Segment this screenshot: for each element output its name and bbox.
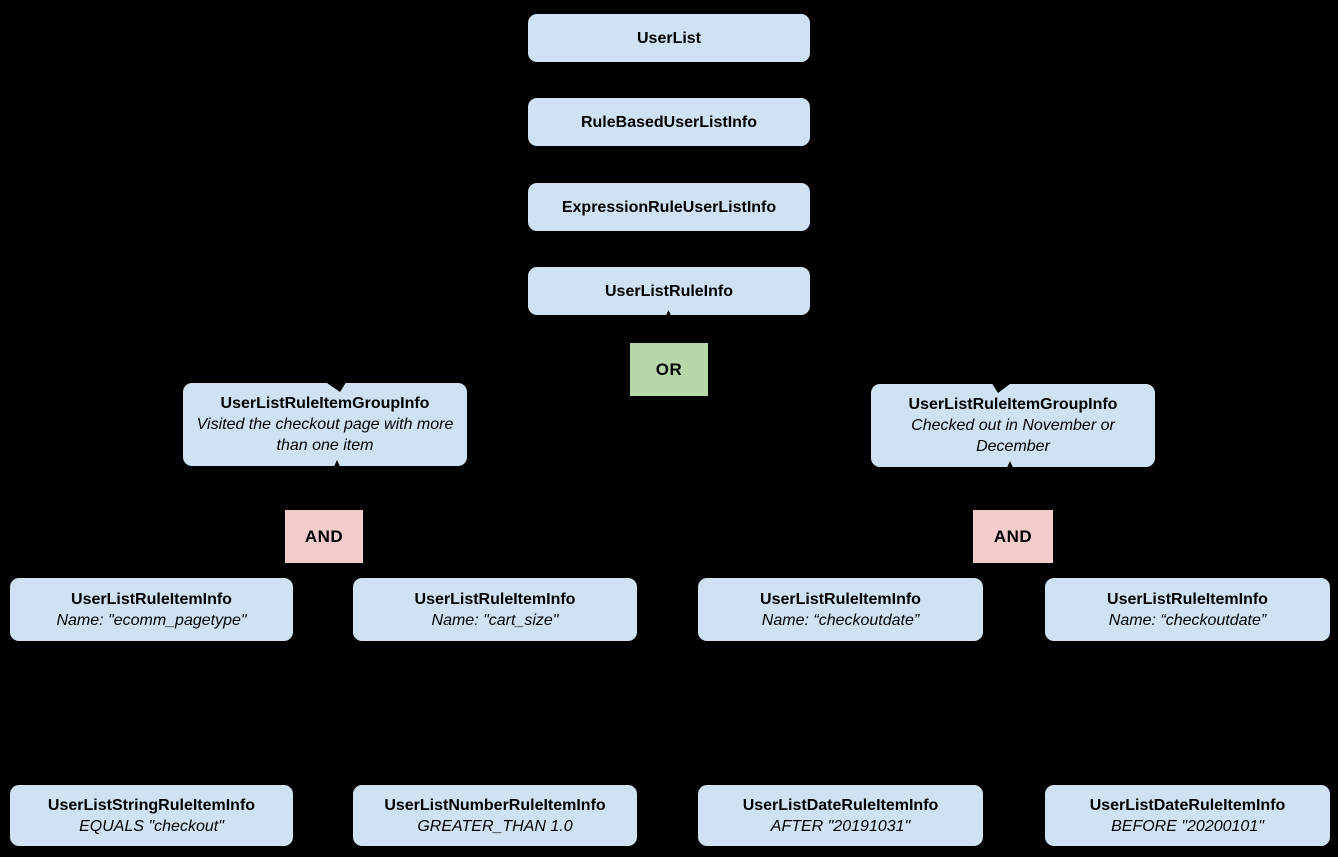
node-description: EQUALS "checkout": [79, 817, 224, 835]
node-title: UserListDateRuleItemInfo: [1089, 796, 1286, 814]
node-title: UserListStringRuleItemInfo: [47, 796, 256, 814]
node-title: UserListRuleItemInfo: [414, 590, 576, 608]
node-title: UserListDateRuleItemInfo: [742, 796, 939, 814]
node-description: AFTER "20191031": [770, 817, 911, 835]
node-ruleitem-cart-size: UserListRuleItemInfo Name: "cart_size": [353, 578, 637, 641]
node-description: Visited the checkout page with more than…: [196, 416, 454, 454]
connector-andleft-items: [150, 563, 496, 578]
node-title: UserListRuleItemGroupInfo: [220, 395, 430, 412]
node-title: UserListRuleItemInfo: [71, 590, 232, 608]
node-dateruleitem-before: UserListDateRuleItemInfo BEFORE "2020010…: [1045, 785, 1330, 846]
node-rulegroup-right: UserListRuleItemGroupInfo Checked out in…: [871, 384, 1155, 467]
node-description: BEFORE "20200101": [1111, 817, 1264, 835]
node-userlist: UserList: [528, 14, 810, 62]
connector-or-groupright: [707, 362, 1002, 383]
node-title: ExpressionRuleUserListInfo: [561, 198, 777, 216]
and-operator-box-right: AND: [973, 510, 1053, 563]
node-description: Name: "ecomm_pagetype": [56, 611, 247, 629]
node-userlistruleinfo: UserListRuleInfo: [528, 267, 810, 315]
node-title: UserListRuleItemInfo: [760, 590, 921, 608]
node-title: UserListRuleItemGroupInfo: [908, 396, 1118, 413]
node-description: Name: “checkoutdate”: [1108, 611, 1267, 629]
node-rulegroup-left: UserListRuleItemGroupInfo Visited the ch…: [183, 383, 467, 466]
node-ruleitem-ecomm-pagetype: UserListRuleItemInfo Name: "ecomm_pagety…: [10, 578, 293, 641]
node-title: RuleBasedUserListInfo: [580, 113, 758, 131]
node-numberruleitem-greater-than: UserListNumberRuleItemInfo GREATER_THAN …: [353, 785, 637, 846]
node-expressionruleuserlistinfo: ExpressionRuleUserListInfo: [528, 183, 810, 231]
node-description: GREATER_THAN 1.0: [417, 817, 573, 835]
node-description: Checked out in November or December: [911, 417, 1115, 455]
node-dateruleitem-after: UserListDateRuleItemInfo AFTER "20191031…: [698, 785, 983, 846]
node-title: UserListNumberRuleItemInfo: [384, 796, 606, 814]
node-ruleitem-checkoutdate-left: UserListRuleItemInfo Name: “checkoutdate…: [698, 578, 983, 641]
node-description: Name: “checkoutdate”: [761, 611, 920, 629]
node-description: Name: "cart_size": [431, 611, 559, 629]
node-stringruleitem-equals-checkout: UserListStringRuleItemInfo EQUALS "check…: [10, 785, 293, 846]
node-ruleitem-checkoutdate-right: UserListRuleItemInfo Name: “checkoutdate…: [1045, 578, 1330, 641]
node-title: UserList: [636, 29, 702, 47]
node-title: UserListRuleItemInfo: [1107, 590, 1268, 608]
or-operator-box: OR: [630, 343, 708, 396]
connector-andright-items: [839, 563, 1188, 578]
node-rulebaseduserlistinfo: RuleBasedUserListInfo: [528, 98, 810, 146]
connector-or-groupleft: [337, 362, 631, 382]
and-operator-box-left: AND: [285, 510, 363, 563]
node-title: UserListRuleInfo: [604, 282, 733, 300]
